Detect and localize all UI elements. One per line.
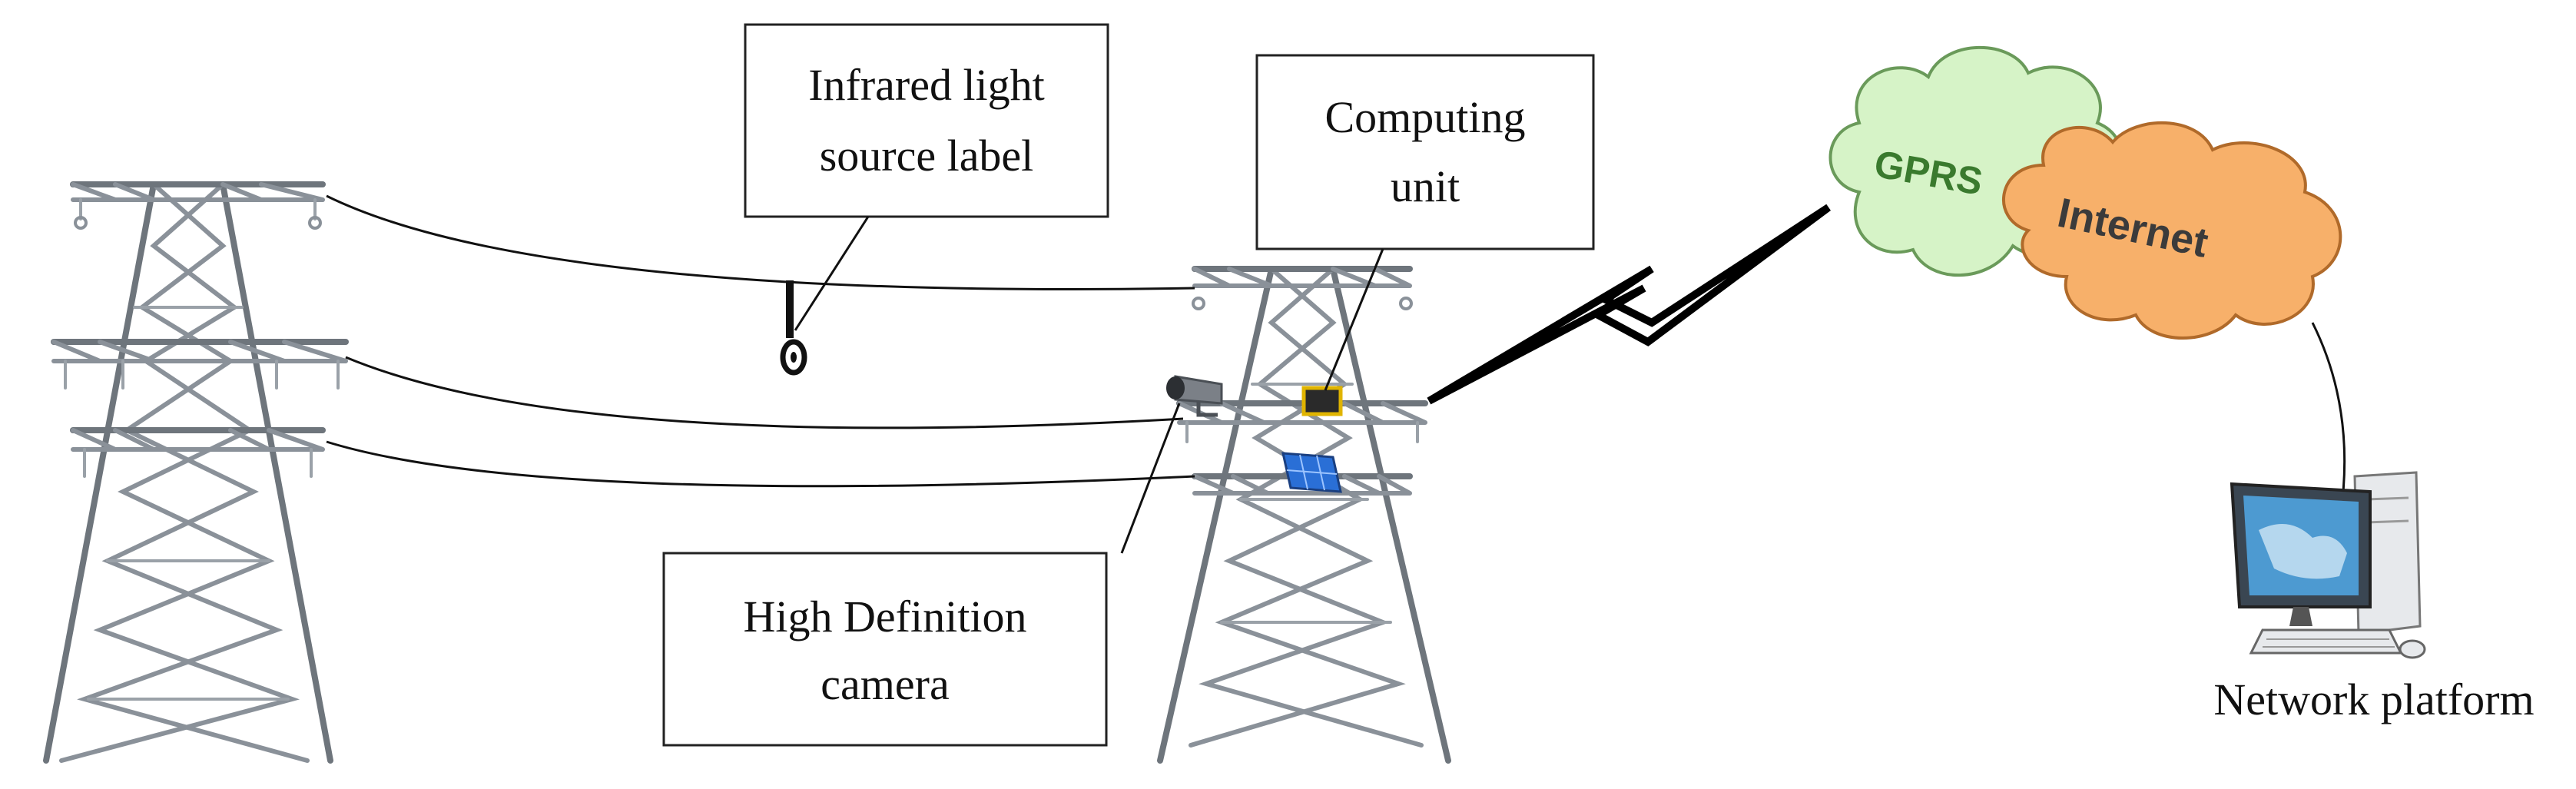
middle-wire [345, 356, 1184, 429]
infrared-label-line1: Infrared light [808, 60, 1045, 110]
cloud-to-computer-line [2311, 322, 2346, 492]
top-wire [326, 194, 1195, 290]
infrared-label-box: Infrared light source label [744, 23, 1109, 218]
computing-unit-label-line1: Computing [1324, 92, 1525, 142]
infrared-tag-icon [780, 280, 807, 376]
power-lines [326, 194, 1195, 488]
infrared-label-line2: source label [820, 131, 1034, 181]
bottom-wire [326, 440, 1195, 488]
left-tower-icon [43, 181, 349, 764]
computing-unit-label-box: Computing unit [1255, 54, 1595, 250]
network-platform-label: Network platform [2213, 675, 2534, 724]
right-tower-icon [1157, 266, 1451, 764]
lightning-bolt-icon [1427, 204, 1831, 405]
solar-panel-icon [1281, 452, 1342, 493]
computing-unit-pointer [1324, 248, 1384, 391]
camera-pointer [1120, 403, 1181, 554]
computing-unit-label-line2: unit [1391, 161, 1460, 211]
camera-label-box: High Definition camera [662, 552, 1108, 747]
desktop-computer-icon [2230, 471, 2426, 659]
camera-icon [1166, 375, 1223, 417]
camera-label-line1: High Definition [744, 592, 1027, 641]
internet-cloud-icon [2001, 121, 2342, 340]
computing-unit-icon [1301, 386, 1343, 416]
infrared-pointer [794, 216, 870, 331]
camera-label-line2: camera [821, 659, 949, 709]
